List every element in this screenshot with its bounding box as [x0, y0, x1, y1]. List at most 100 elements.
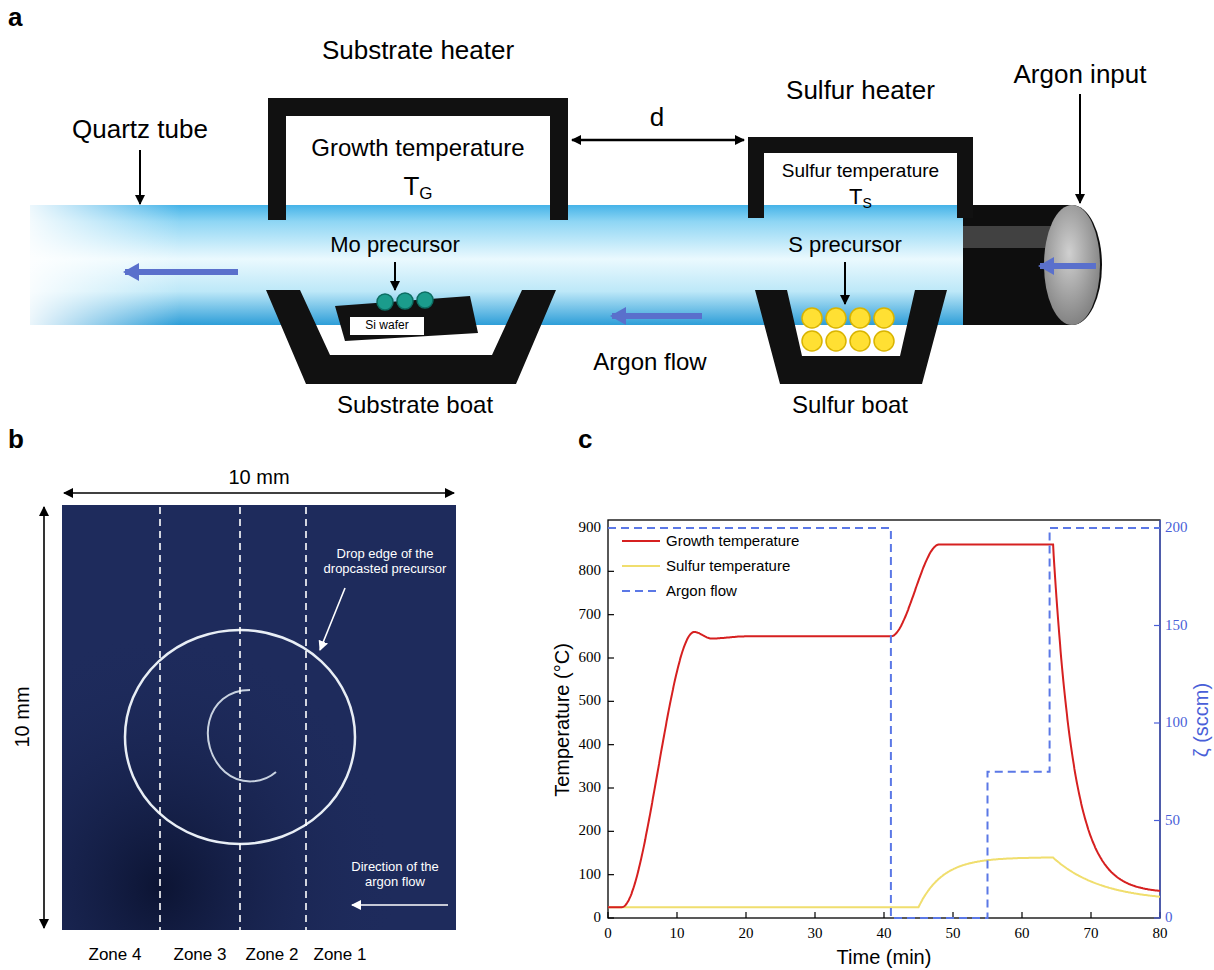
mo-precursor-dot	[397, 293, 413, 309]
temperature-name: Growth temperature	[311, 135, 524, 161]
zone-divider	[160, 507, 306, 930]
label: Sulfur boat	[792, 391, 908, 419]
legend-text: Argon flow	[666, 582, 737, 599]
mo-precursor-dot	[377, 294, 393, 310]
plot-frame	[608, 520, 1160, 918]
legend-text: Growth temperature	[666, 532, 799, 549]
tick	[1154, 820, 1160, 821]
label: Zone 3	[174, 945, 227, 965]
tick	[883, 912, 884, 918]
argon-curve	[608, 528, 1160, 918]
label: Substrate boat	[337, 391, 493, 419]
tick	[608, 571, 614, 572]
growth-curve	[608, 545, 1160, 908]
tick-label: 60	[1015, 925, 1030, 942]
label: Zone 4	[89, 945, 142, 965]
tick-label: 50	[946, 925, 961, 942]
label: Drop edge of the dropcasted precursor	[320, 547, 450, 577]
leader-arrow	[139, 150, 141, 204]
tick	[607, 912, 608, 918]
flow-arrow	[1040, 263, 1096, 269]
tick-label: 200	[1165, 519, 1188, 536]
right-axis	[1159, 520, 1160, 918]
heater: Sulfur heaterSulfur temperatureTS	[748, 70, 973, 218]
label: Direction of the argon flow	[340, 860, 450, 890]
label: ζ (sccm)	[1190, 683, 1213, 757]
heater-bracket	[748, 137, 973, 218]
argon-inlet-cap	[963, 205, 1102, 325]
label: S precursor	[788, 232, 902, 257]
symbol-main: T	[849, 184, 862, 209]
tick	[608, 787, 614, 788]
heater: Substrate heaterGrowth temperatureTG	[268, 30, 568, 220]
label: Zone 1	[314, 945, 367, 965]
leader-arrow	[320, 588, 345, 650]
tick	[608, 744, 614, 745]
tick-label: 80	[1153, 925, 1168, 942]
heater-bracket	[268, 98, 568, 220]
tick	[608, 657, 614, 658]
data-curves	[608, 528, 1160, 918]
label: d	[650, 103, 664, 133]
leader-arrow	[844, 262, 846, 304]
quartz-tube	[30, 205, 990, 325]
sulfur-boat	[755, 290, 947, 384]
photo-shade	[62, 505, 456, 930]
tick-label: 200	[579, 823, 602, 840]
substrate-photo	[62, 505, 456, 930]
tick-label: 0	[594, 909, 602, 926]
tick-label: 0	[604, 925, 612, 942]
tick-label: 700	[579, 606, 602, 623]
symbol-main: T	[403, 171, 419, 201]
dimension-arrow	[64, 492, 454, 494]
tick-label: 10	[670, 925, 685, 942]
tick-label: 900	[579, 519, 602, 536]
tick-label: 500	[579, 693, 602, 710]
tick	[608, 874, 614, 875]
axis-ticks	[608, 520, 1160, 918]
label: Argon input	[1014, 60, 1147, 90]
tick	[1154, 722, 1160, 723]
tick-label: 70	[1084, 925, 1099, 942]
tick-label: 20	[739, 925, 754, 942]
tick	[1154, 917, 1160, 918]
symbol-subscript: S	[863, 195, 872, 211]
tick-label: 0	[1165, 909, 1173, 926]
sulfur-balls	[802, 308, 894, 351]
mo-precursor-dot	[417, 292, 433, 308]
temperature-symbol: TS	[849, 185, 872, 212]
panel-letter: c	[578, 425, 592, 455]
panel-letter: b	[8, 425, 24, 455]
label: 10 mm	[11, 686, 34, 747]
dimension-arrow	[43, 507, 45, 928]
label: Argon flow	[593, 348, 706, 376]
panel-letter: a	[8, 3, 22, 33]
tick-label: 800	[579, 563, 602, 580]
label: Temperature (°C)	[551, 643, 574, 797]
tube-fade	[30, 205, 180, 325]
label: Zone 2	[246, 945, 299, 965]
flow-arrow	[612, 313, 702, 319]
leader-arrow	[1079, 94, 1081, 203]
si-wafer	[350, 317, 424, 335]
temperature-symbol: TG	[403, 172, 432, 204]
legend-sample	[622, 565, 660, 567]
flow-arrow	[125, 269, 238, 275]
heater-name: Substrate heater	[322, 36, 514, 65]
tick-label: 300	[579, 779, 602, 796]
leader-arrow	[394, 262, 396, 290]
tick	[814, 912, 815, 918]
substrate-boat	[266, 290, 556, 384]
label: 10 mm	[228, 466, 289, 489]
heater-name: Sulfur heater	[786, 76, 935, 105]
flow-direction-arrow	[352, 904, 448, 906]
tick	[745, 912, 746, 918]
distance-arrow	[572, 139, 744, 142]
tick-label: 600	[579, 649, 602, 666]
legend-sample	[622, 590, 660, 592]
tick	[1090, 912, 1091, 918]
legend-text: Sulfur temperature	[666, 557, 790, 574]
label: Mo precursor	[330, 232, 460, 257]
